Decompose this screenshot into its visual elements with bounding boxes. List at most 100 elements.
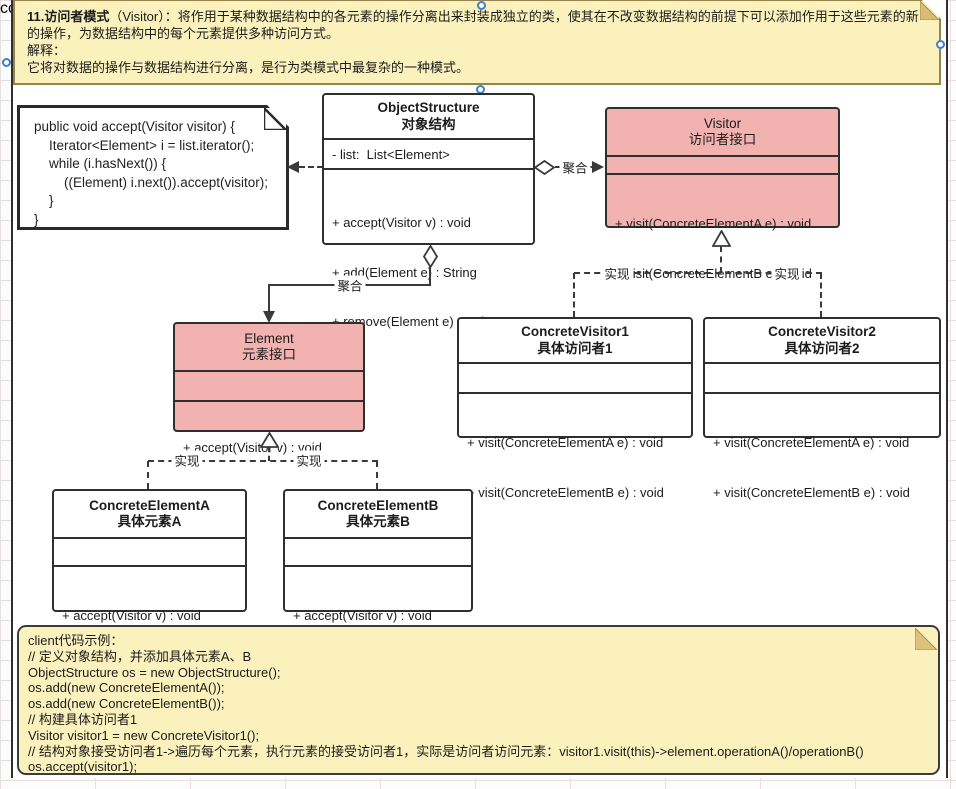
class-name: ObjectStructure: [377, 100, 480, 115]
client-code-note[interactable]: client代码示例： // 定义对象结构，并添加具体元素A、B ObjectS…: [17, 625, 940, 775]
code-line: client代码示例：: [28, 633, 124, 648]
realization-line[interactable]: [376, 461, 378, 489]
code-line: os.accept(visitor1);: [28, 759, 138, 775]
note-text-line: 11.访问者模式（Visitor）：将作用于某种数据结构中的各元素的操作分离出来…: [27, 8, 939, 25]
realization-label: 实现: [601, 263, 633, 283]
aggregation-line[interactable]: [429, 267, 431, 286]
realization-label: 实现: [171, 450, 203, 470]
aggregation-diamond-icon: [534, 160, 555, 175]
aggregation-label: 聚合: [559, 157, 591, 177]
folded-corner-icon: [264, 108, 286, 130]
class-name: ConcreteVisitor1: [521, 324, 629, 339]
code-line: ObjectStructure os = new ObjectStructure…: [28, 664, 281, 680]
realization-triangle-icon: [712, 230, 731, 247]
code-line: // 构建具体访问者1: [28, 711, 138, 727]
realization-line[interactable]: [147, 461, 149, 489]
folded-corner-icon: [915, 628, 937, 650]
arrowhead-left-icon: [287, 161, 299, 173]
class-title: ConcreteElementA 具体元素A: [54, 491, 245, 539]
method-line: + visit(ConcreteElementB e) : void: [467, 484, 664, 500]
class-name-cn: 具体访问者2: [784, 340, 860, 356]
class-name: Element: [244, 330, 294, 346]
class-name: ConcreteElementB: [317, 497, 439, 513]
code-line: public void accept(Visitor visitor) {: [34, 119, 235, 134]
method-line: + visit(ConcreteElementA e) : void: [467, 435, 664, 450]
realization-line[interactable]: [574, 272, 822, 274]
class-name: ConcreteVisitor2: [768, 324, 876, 339]
class-attributes: [607, 157, 838, 175]
realization-triangle-icon: [260, 432, 279, 448]
accept-code-note[interactable]: public void accept(Visitor visitor) { It…: [17, 105, 289, 230]
class-name-cn: 具体访问者1: [537, 340, 613, 356]
aggregation-diamond-icon: [423, 245, 438, 268]
class-name-cn: 具体元素B: [346, 514, 410, 529]
class-title: ObjectStructure 对象结构: [324, 95, 533, 140]
class-title: Element 元素接口: [175, 324, 363, 372]
class-attributes: [705, 364, 939, 394]
note-text-line: 的操作，为数据结构中的每个元素提供多种访问方式。: [27, 26, 340, 41]
realization-line[interactable]: [268, 447, 270, 461]
code-line: }: [34, 193, 54, 208]
attribute-line: - list: List<Element>: [332, 146, 450, 162]
pattern-title: 11.访问者模式: [27, 9, 110, 24]
arrowhead-right-icon: [592, 161, 604, 173]
class-name: ConcreteElementA: [89, 497, 210, 513]
note-text-line: 它将对数据的操作与数据结构进行分离，是行为类模式中最复杂的一种模式。: [27, 60, 470, 75]
class-attributes: - list: List<Element>: [324, 140, 533, 170]
selection-handle-top[interactable]: [477, 1, 486, 10]
class-methods: + accept(Visitor v) : void + add(Element…: [324, 170, 533, 364]
realization-line[interactable]: [573, 273, 575, 317]
class-methods: + visit(ConcreteElementA e) : void + vis…: [459, 394, 691, 534]
method-line: + visit(ConcreteElementA e) : void: [615, 216, 812, 231]
class-name: Visitor: [703, 115, 742, 131]
aggregation-label: 聚合: [334, 275, 366, 295]
method-line: + accept(Visitor v) : void: [332, 215, 471, 230]
class-attributes: [285, 539, 471, 567]
class-name-cn: 访问者接口: [688, 132, 757, 147]
class-concreteelementb[interactable]: ConcreteElementB 具体元素B + accept(Visitor …: [283, 489, 473, 673]
method-line: + visit(ConcreteElementA e) : void: [713, 435, 910, 450]
folded-corner-icon: [920, 1, 939, 20]
pattern-definition: （Visitor）：将作用于某种数据结构中的各元素的操作分离出来封装成独立的类，…: [109, 9, 919, 24]
realization-label: 实现: [293, 450, 325, 470]
code-line: // 结构对象接受访问者1->遍历每个元素，执行元素的接受访问者1，实际是访问者…: [28, 743, 864, 759]
realization-label: 实现: [771, 263, 803, 283]
class-concretevisitor2[interactable]: ConcreteVisitor2 具体访问者2 + visit(Concrete…: [703, 317, 941, 500]
code-line: // 定义对象结构，并添加具体元素A、B: [28, 648, 252, 664]
aggregation-line[interactable]: [268, 284, 270, 312]
note-link-line[interactable]: [299, 166, 323, 168]
arrowhead-down-icon: [263, 311, 275, 323]
class-title: ConcreteElementB 具体元素B: [285, 491, 471, 539]
selection-handle-left[interactable]: [2, 58, 11, 67]
realization-line[interactable]: [820, 273, 822, 317]
method-line: + accept(Visitor v) : void: [62, 608, 201, 623]
class-name-cn: 元素接口: [242, 347, 296, 362]
note-text-line: 解释：: [27, 43, 67, 58]
code-line: ((Element) i.next()).accept(visitor);: [34, 174, 269, 190]
class-title: Visitor 访问者接口: [607, 109, 838, 157]
method-line: + accept(Visitor v) : void: [293, 608, 432, 623]
realization-line[interactable]: [720, 246, 722, 273]
class-objectstructure[interactable]: ObjectStructure 对象结构 - list: List<Elemen…: [322, 93, 535, 329]
class-attributes: [175, 372, 363, 402]
class-visitor[interactable]: Visitor 访问者接口 + visit(ConcreteElementA e…: [605, 107, 840, 281]
class-concretevisitor1[interactable]: ConcreteVisitor1 具体访问者1 + visit(Concrete…: [457, 317, 693, 500]
selection-handle-right[interactable]: [936, 40, 945, 49]
class-title: ConcreteVisitor2 具体访问者2: [705, 319, 939, 364]
method-line: + visit(ConcreteElementB e) : void: [713, 484, 910, 500]
class-name-cn: 对象结构: [401, 116, 456, 132]
code-line: os.add(new ConcreteElementB());: [28, 696, 225, 712]
class-attributes: [54, 539, 245, 567]
class-name-cn: 具体元素A: [117, 514, 182, 529]
code-line: while (i.hasNext()) {: [34, 156, 167, 171]
class-attributes: [459, 364, 691, 394]
class-element[interactable]: Element 元素接口 + accept(Visitor v) : void: [173, 322, 365, 455]
code-line: Iterator<Element> i = list.iterator();: [34, 137, 255, 153]
class-methods: + visit(ConcreteElementA e) : void + vis…: [705, 394, 939, 534]
realization-line[interactable]: [148, 460, 378, 462]
code-line: os.add(new ConcreteElementA());: [28, 680, 225, 696]
class-concreteelementa[interactable]: ConcreteElementA 具体元素A + accept(Visitor …: [52, 489, 247, 673]
class-title: ConcreteVisitor1 具体访问者1: [459, 319, 691, 364]
top-description-note[interactable]: 11.访问者模式（Visitor）：将作用于某种数据结构中的各元素的操作分离出来…: [13, 0, 941, 85]
code-line: Visitor visitor1 = new ConcreteVisitor1(…: [28, 727, 260, 743]
